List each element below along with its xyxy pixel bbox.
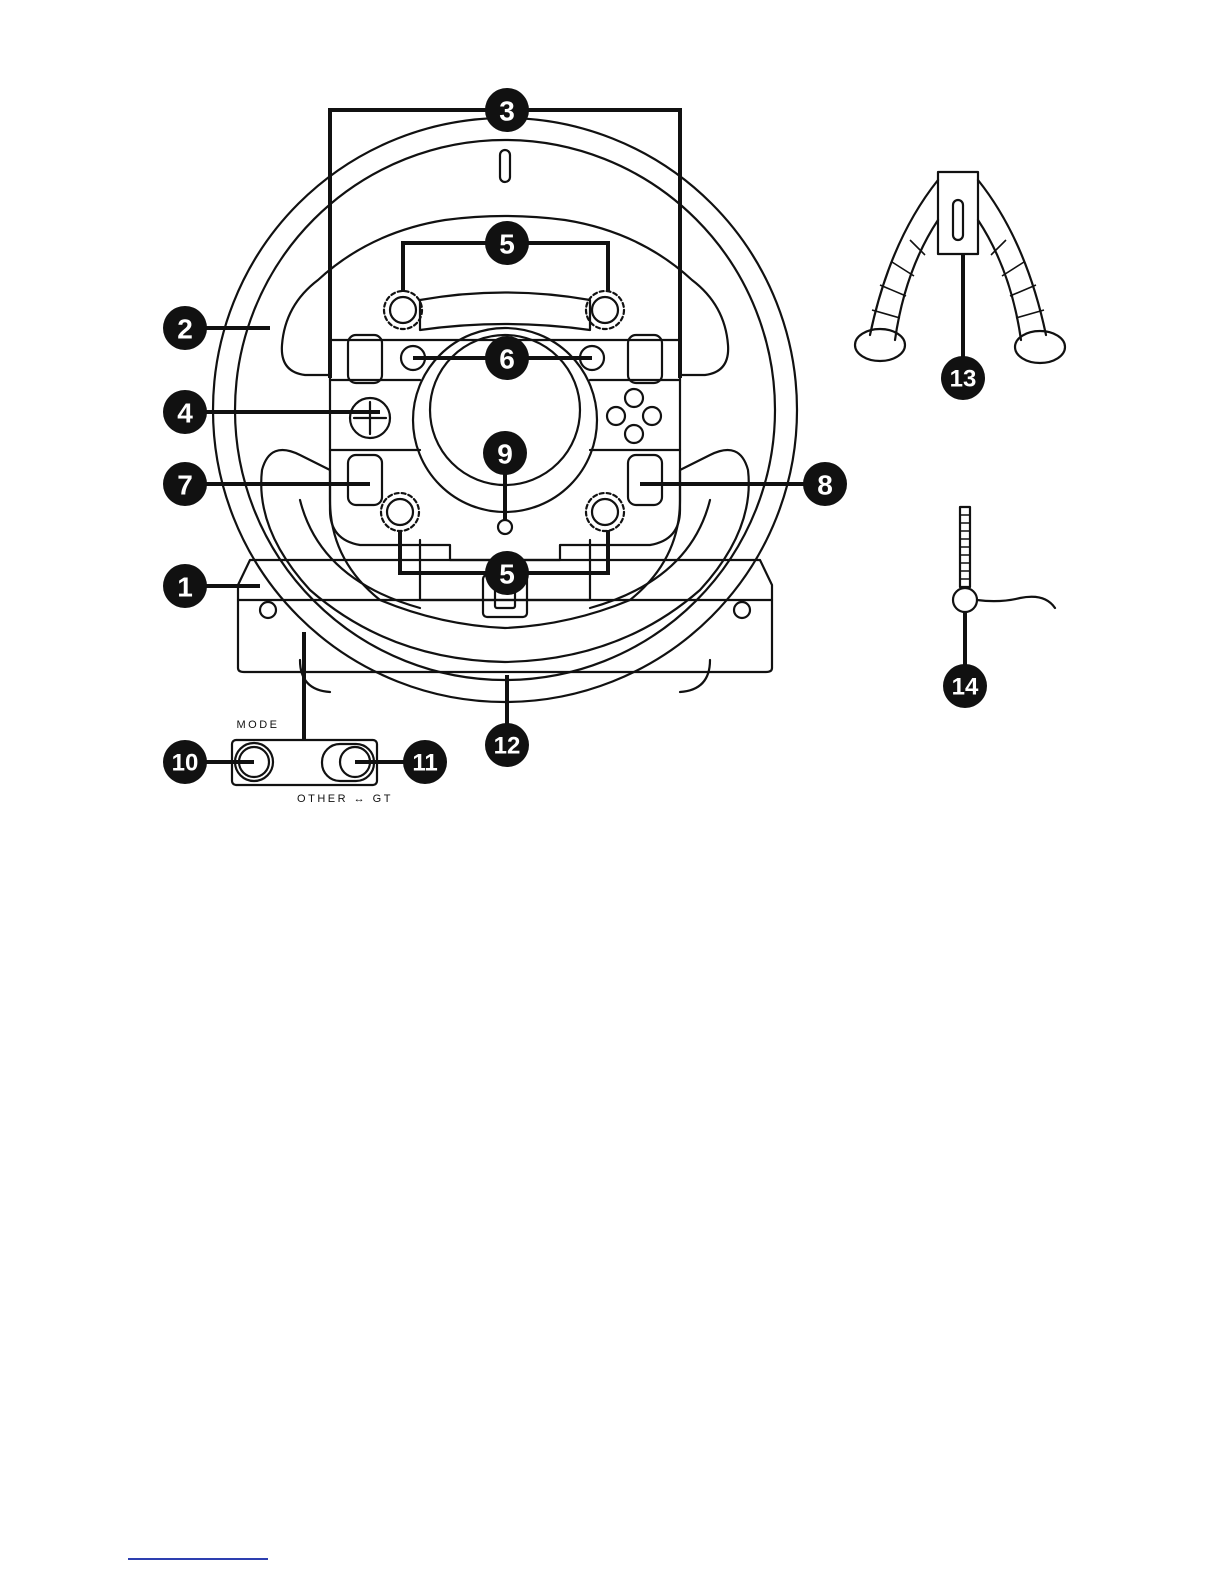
action-buttons-icon xyxy=(607,389,661,443)
callout-4: 4 xyxy=(163,390,207,434)
callout-9: 9 xyxy=(483,431,527,475)
svg-text:14: 14 xyxy=(952,674,979,701)
table-clamp xyxy=(855,172,1065,363)
dial-bottom-left-icon xyxy=(381,493,419,531)
callout-13: 13 xyxy=(941,356,985,400)
svg-text:6: 6 xyxy=(499,344,515,375)
dial-top-left-icon xyxy=(384,291,422,329)
svg-text:7: 7 xyxy=(177,470,193,501)
callout-11: 11 xyxy=(403,740,447,784)
callout-12: 12 xyxy=(485,723,529,767)
callout-7: 7 xyxy=(163,462,207,506)
mode-label: MODE xyxy=(237,719,280,731)
svg-text:13: 13 xyxy=(950,366,977,393)
svg-text:9: 9 xyxy=(497,439,513,470)
callout-5-bottom: 5 xyxy=(485,551,529,595)
svg-text:10: 10 xyxy=(172,750,199,777)
callout-10: 10 xyxy=(163,740,207,784)
callout-14: 14 xyxy=(943,664,987,708)
svg-text:4: 4 xyxy=(177,398,193,429)
svg-text:8: 8 xyxy=(817,470,833,501)
footer-rule xyxy=(128,1558,268,1560)
callout-1: 1 xyxy=(163,564,207,608)
svg-text:3: 3 xyxy=(499,96,515,127)
callout-6: 6 xyxy=(485,336,529,380)
callout-5-top: 5 xyxy=(485,221,529,265)
switch-label: OTHER ↔ GT xyxy=(297,793,393,805)
svg-text:5: 5 xyxy=(499,229,515,260)
dpad-icon xyxy=(350,398,390,438)
dial-bottom-right-icon xyxy=(586,493,624,531)
svg-text:12: 12 xyxy=(494,733,521,760)
dial-top-right-icon xyxy=(586,291,624,329)
svg-text:11: 11 xyxy=(412,750,437,777)
svg-text:2: 2 xyxy=(177,314,193,345)
callout-3: 3 xyxy=(485,88,529,132)
callout-2: 2 xyxy=(163,306,207,350)
svg-text:1: 1 xyxy=(177,572,193,603)
clamp-screw xyxy=(953,507,1055,612)
callout-8: 8 xyxy=(803,462,847,506)
svg-text:5: 5 xyxy=(499,559,515,590)
